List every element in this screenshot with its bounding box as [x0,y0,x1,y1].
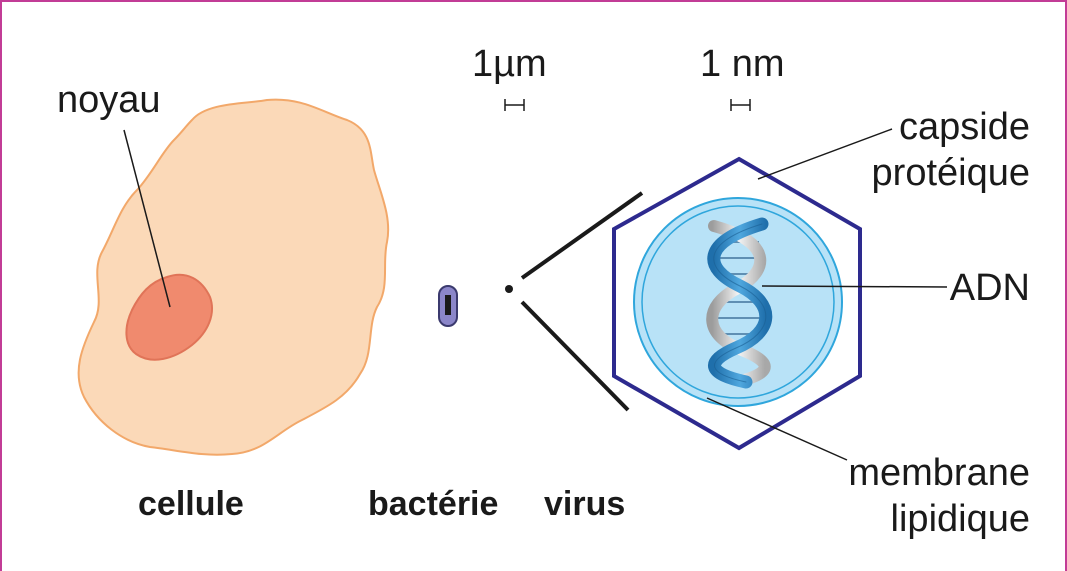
membrane-label-line2: lipidique [891,498,1030,540]
dna-label: ADN [950,267,1030,309]
bacterium-label: bactérie [368,485,498,523]
virus-label: virus [544,485,625,523]
capsid-label-line1: capside [899,106,1030,148]
nucleus-label: noyau [57,79,161,121]
scale-bar-nanometer [731,99,750,111]
dna-leader-line [762,286,947,287]
micrometer-scale-label: 1µm [472,43,547,85]
cell-body [79,100,389,455]
nanometer-scale-label: 1 nm [700,43,784,85]
scale-bar-micrometer [505,99,524,111]
virus-dot [505,285,513,293]
membrane-label-line1: membrane [848,452,1030,494]
bacterium-inner [445,295,451,315]
cell-label: cellule [138,485,244,523]
capsid-label-line2: protéique [872,152,1030,194]
